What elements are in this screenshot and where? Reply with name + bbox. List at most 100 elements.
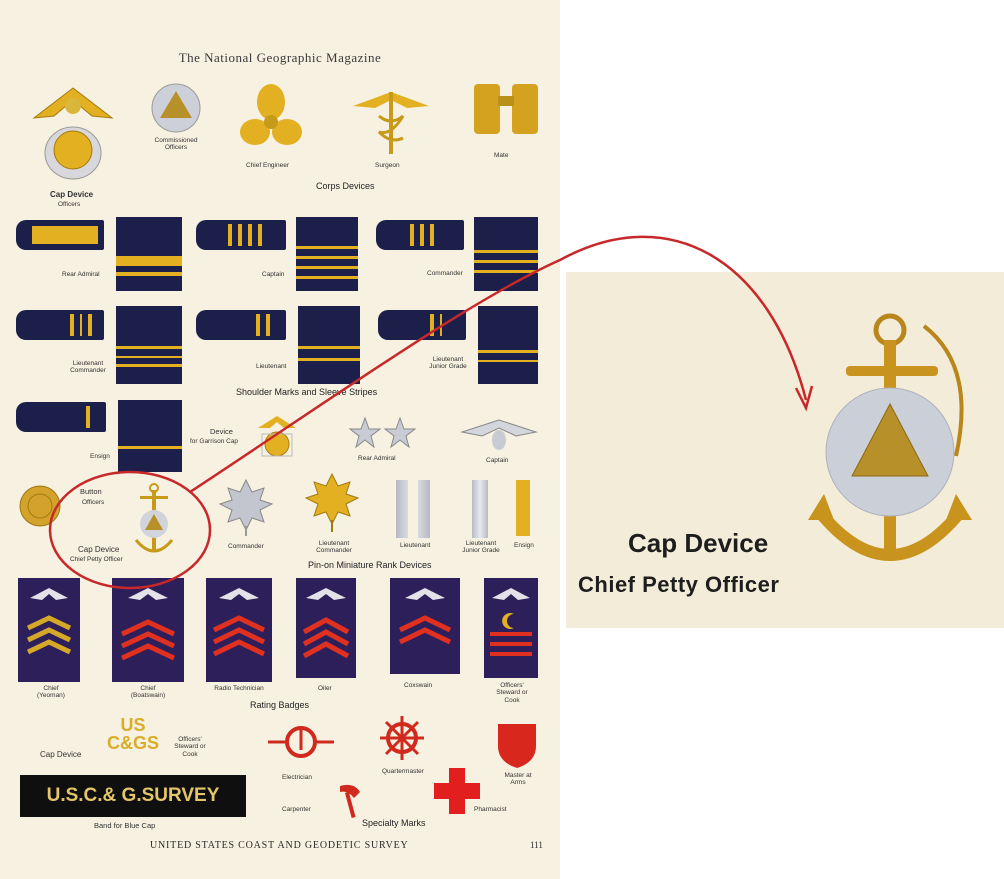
surgeon-label: Surgeon <box>375 162 400 169</box>
specialty-marks-heading: Specialty Marks <box>362 818 426 828</box>
lt-commander-sleeve <box>116 306 182 384</box>
cap-device-officers-title: Cap Device <box>50 190 94 199</box>
oiler-badge <box>296 578 356 678</box>
commissioned-officers-label: Commissioned Officers <box>154 137 198 152</box>
surgeon-caduceus <box>353 92 429 154</box>
lieutenant-sleeve-stripe <box>298 358 360 361</box>
commander-sleeve-stripe <box>474 250 538 253</box>
lt-commander-stripe <box>80 314 82 336</box>
captain-sleeve-stripe <box>296 266 358 269</box>
pin-commander-label: Commander <box>228 543 264 550</box>
usc-gs-device: US C&GS <box>102 716 164 752</box>
lt-jg-label: Lieutenant Junior Grade <box>429 356 467 371</box>
zoom-title: Cap Device <box>628 528 769 558</box>
commander-stripe <box>420 224 424 246</box>
captain-stripe <box>248 224 252 246</box>
lt-commander-label: Lieutenant Commander <box>70 360 106 375</box>
ensign-bar <box>516 480 530 536</box>
commander-sleeve <box>474 217 538 291</box>
magazine-header: The National Geographic Magazine <box>178 50 382 65</box>
lt-commander-sleeve-stripe <box>116 364 182 367</box>
cpo-cap-device-large <box>808 313 972 561</box>
page-number: 111 <box>530 840 543 850</box>
cap-band-caption: Band for Blue Cap <box>94 821 156 830</box>
zoom-subtitle: Chief Petty Officer <box>578 572 780 597</box>
lieutenant-label: Lieutenant <box>256 363 287 370</box>
ensign-sleeve <box>118 400 182 472</box>
garrison-device-sub: for Garrison Cap <box>190 438 239 445</box>
commander-stripe <box>430 224 434 246</box>
lieutenant-sleeve <box>298 306 360 384</box>
radio-technician-badge <box>206 578 272 682</box>
quartermaster-label: Quartermaster <box>382 768 424 775</box>
electrician-mark <box>268 726 334 758</box>
lt-commander-stripe <box>70 314 74 336</box>
commander-label: Commander <box>427 270 463 277</box>
chief-yeoman-badge <box>18 578 80 682</box>
commander-stripe <box>410 224 414 246</box>
captain-stripe <box>228 224 232 246</box>
rear-admiral-sleeve-stripe-2 <box>116 272 182 276</box>
captain-sleeve-stripe <box>296 276 358 279</box>
master-at-arms-shield <box>498 724 536 768</box>
arrow-head-icon <box>794 385 814 412</box>
lt-commander-sleeve-stripe <box>116 356 182 358</box>
pharmacist-cross <box>434 768 480 814</box>
master-at-arms-label: Master at Arms <box>504 772 532 787</box>
usc-cgs-text: C&GS <box>106 733 159 753</box>
cap-band: U.S.C.& G.SURVEY <box>20 775 246 817</box>
captain-sleeve-stripe <box>296 246 358 249</box>
lt-commander-oak-leaf-gold <box>304 472 360 532</box>
captain-eagle <box>460 419 538 450</box>
coxswain-label: Coxswain <box>404 682 433 689</box>
usc-steward-label: Officers' Steward or Cook <box>174 736 206 758</box>
pin-lt-commander-label: Lieutenant Commander <box>316 540 352 555</box>
lt-commander-sleeve-stripe <box>116 346 182 349</box>
ensign-label: Ensign <box>90 453 110 460</box>
cap-device-officers-emblem <box>32 87 114 180</box>
commander-sleeve-stripe <box>474 260 538 263</box>
rear-admiral-stars <box>348 416 417 449</box>
rating-badges-heading: Rating Badges <box>250 700 310 710</box>
pin-lieutenant-label: Lieutenant <box>400 542 431 549</box>
magazine-page: The National Geographic Magazine Cap Dev… <box>0 0 560 879</box>
mate-label: Mate <box>494 152 509 159</box>
commissioned-officers-emblem <box>151 83 201 133</box>
captain-stripe <box>238 224 242 246</box>
mate-binoculars <box>474 84 538 134</box>
carpenter-label: Carpenter <box>282 806 311 813</box>
lieutenant-shoulder-mark <box>196 310 286 340</box>
lt-jg-sleeve-stripe <box>478 350 538 353</box>
quartermaster-wheel <box>380 716 424 760</box>
chief-engineer-label: Chief Engineer <box>246 162 289 169</box>
officers-steward-badge <box>484 578 538 678</box>
pin-lt-jg-label: Lieutenant Junior Grade <box>462 540 500 555</box>
button-sub: Officers <box>82 499 105 506</box>
lt-jg-sleeve-stripe <box>478 360 538 362</box>
cap-device-officers-sub: Officers <box>58 201 81 208</box>
cap-device-usc-label: Cap Device <box>40 750 82 759</box>
lieutenant-stripe <box>266 314 270 336</box>
rear-admiral-label: Rear Admiral <box>62 271 100 278</box>
cpo-cap-device-small <box>134 483 174 553</box>
rear-admiral-sleeve <box>116 217 182 291</box>
chief-engineer-propeller <box>240 84 302 145</box>
garrison-device-title: Device <box>210 427 233 436</box>
button-title: Button <box>80 487 102 496</box>
lt-jg-sleeve <box>478 306 538 384</box>
captain-stripe <box>258 224 262 246</box>
lt-commander-stripe <box>88 314 92 336</box>
electrician-label: Electrician <box>282 774 312 781</box>
carpenter-axe <box>340 784 360 819</box>
coxswain-badge <box>390 578 460 674</box>
rear-admiral-sleeve-stripe <box>116 256 182 266</box>
connector-arrow <box>189 235 808 494</box>
oiler-label: Oiler <box>318 685 332 692</box>
shoulder-marks-heading: Shoulder Marks and Sleeve Stripes <box>236 387 378 397</box>
officers-button <box>19 485 61 527</box>
pin-ensign-label: Ensign <box>514 542 534 549</box>
corps-devices-heading: Corps Devices <box>316 181 375 191</box>
cpo-sub: Chief Petty Officer <box>70 556 123 563</box>
page-footer: UNITED STATES COAST AND GEODETIC SURVEY <box>150 840 409 851</box>
